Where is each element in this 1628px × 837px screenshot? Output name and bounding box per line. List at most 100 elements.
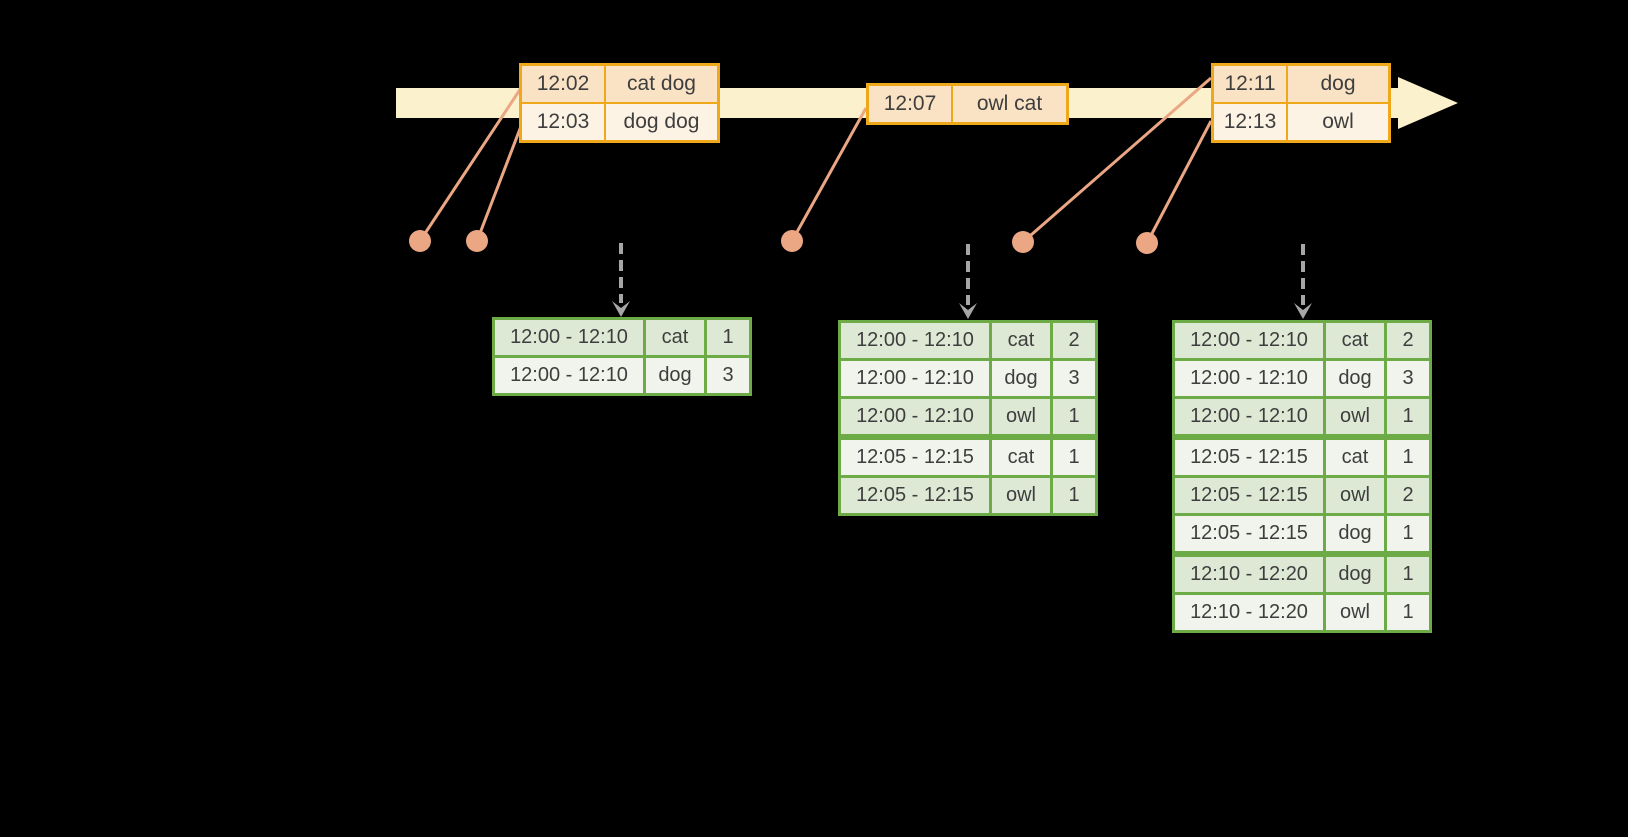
result-window-cell: 12:00 - 12:10	[1175, 323, 1323, 358]
connector-line-3	[790, 107, 868, 242]
result-window-cell: 12:10 - 12:20	[1175, 595, 1323, 630]
result-window-cell: 12:00 - 12:10	[841, 399, 989, 434]
result-count-cell: 1	[1053, 399, 1095, 434]
result-count-cell: 3	[707, 358, 749, 393]
result-count-cell: 1	[1387, 399, 1429, 434]
result-window-cell: 12:05 - 12:15	[1175, 440, 1323, 475]
result-window-cell: 12:10 - 12:20	[1175, 557, 1323, 592]
result-word-cell: dog	[1326, 516, 1384, 551]
connector-line-5	[1145, 120, 1213, 244]
event-time-cell: 12:07	[869, 86, 951, 122]
result-count-cell: 2	[1387, 478, 1429, 513]
result-window-cell: 12:05 - 12:15	[1175, 516, 1323, 551]
result-count-cell: 3	[1053, 361, 1095, 396]
result-count-cell: 1	[1053, 440, 1095, 475]
result-window-cell: 12:00 - 12:10	[1175, 361, 1323, 396]
event-words-cell: dog	[1288, 66, 1388, 102]
result-word-cell: cat	[992, 323, 1050, 358]
result-window-cell: 12:00 - 12:10	[841, 361, 989, 396]
result-window-cell: 12:05 - 12:15	[1175, 478, 1323, 513]
result-word-cell: owl	[1326, 595, 1384, 630]
connector-line-1	[418, 87, 523, 242]
result-word-cell: dog	[646, 358, 704, 393]
result-window-cell: 12:00 - 12:10	[495, 358, 643, 393]
result-count-cell: 1	[1053, 478, 1095, 513]
connector-line-2	[475, 120, 525, 242]
result-count-cell: 2	[1387, 323, 1429, 358]
result-word-cell: cat	[992, 440, 1050, 475]
result-window-cell: 12:00 - 12:10	[495, 320, 643, 355]
event-dot-5	[1136, 232, 1158, 254]
result-word-cell: owl	[992, 478, 1050, 513]
dashed-arrowhead-icon-3	[1294, 303, 1312, 319]
event-words-cell: cat dog	[606, 66, 717, 102]
result-count-cell: 2	[1053, 323, 1095, 358]
event-words-cell: owl	[1288, 104, 1388, 140]
result-count-cell: 3	[1387, 361, 1429, 396]
timeline-arrowhead	[1398, 77, 1458, 129]
result-word-cell: dog	[1326, 361, 1384, 396]
dashed-arrowhead-icon-1	[612, 301, 630, 317]
result-word-cell: owl	[992, 399, 1050, 434]
result-count-cell: 1	[1387, 516, 1429, 551]
event-dot-4	[1012, 231, 1034, 253]
connector-line-4	[1022, 76, 1212, 244]
result-count-cell: 1	[1387, 595, 1429, 630]
result-word-cell: dog	[1326, 557, 1384, 592]
event-time-cell: 12:02	[522, 66, 604, 102]
event-time-cell: 12:13	[1214, 104, 1286, 140]
result-window-cell: 12:05 - 12:15	[841, 478, 989, 513]
event-dot-1	[409, 230, 431, 252]
event-time-cell: 12:11	[1214, 66, 1286, 102]
result-window-cell: 12:05 - 12:15	[841, 440, 989, 475]
result-word-cell: owl	[1326, 478, 1384, 513]
result-count-cell: 1	[707, 320, 749, 355]
result-count-cell: 1	[1387, 440, 1429, 475]
result-count-cell: 1	[1387, 557, 1429, 592]
event-dot-2	[466, 230, 488, 252]
result-word-cell: owl	[1326, 399, 1384, 434]
event-words-cell: dog dog	[606, 104, 717, 140]
dashed-arrowhead-icon-2	[959, 303, 977, 319]
event-time-cell: 12:03	[522, 104, 604, 140]
event-words-cell: owl cat	[953, 86, 1066, 122]
result-word-cell: cat	[1326, 440, 1384, 475]
result-window-cell: 12:00 - 12:10	[1175, 399, 1323, 434]
event-dot-3	[781, 230, 803, 252]
result-word-cell: dog	[992, 361, 1050, 396]
